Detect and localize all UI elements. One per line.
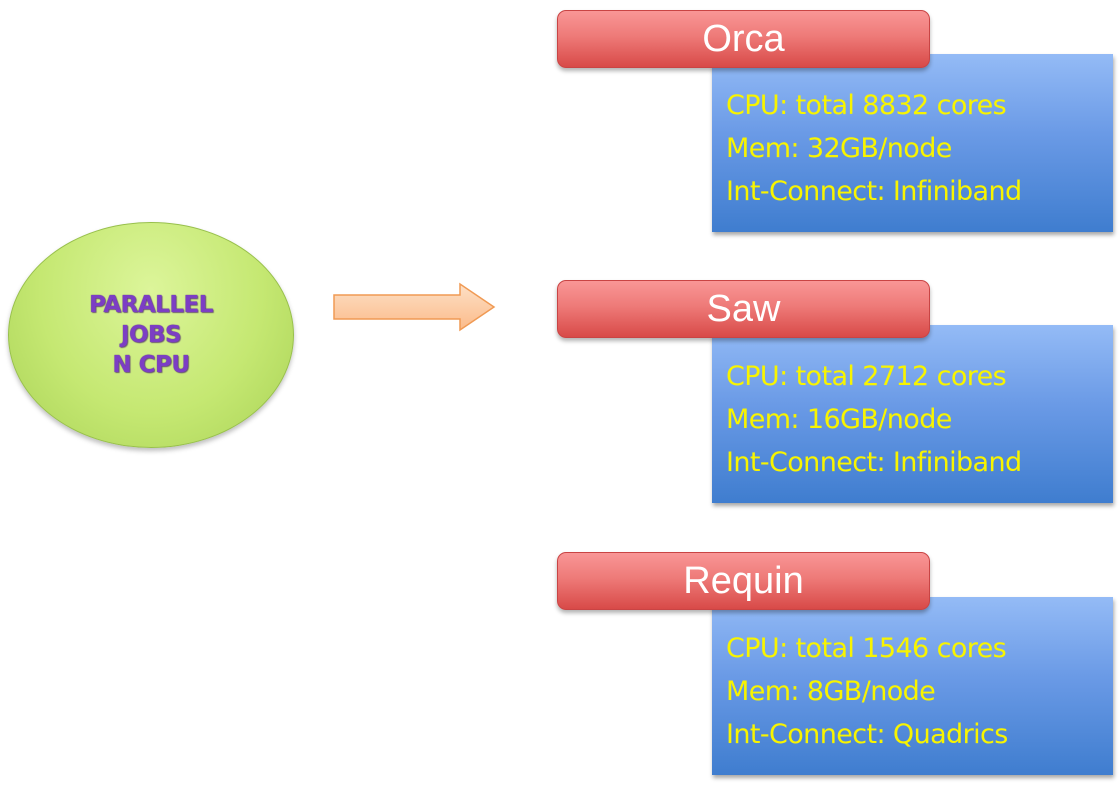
cluster-label-orca: Orca [557,10,930,68]
source-line-3: N CPU [112,352,190,378]
cluster-specs-requin: CPU: total 1546 cores Mem: 8GB/node Int-… [712,597,1113,775]
source-line-2: JOBS [120,322,182,348]
mem-spec: Mem: 32GB/node [726,133,952,164]
cluster-specs-saw: CPU: total 2712 cores Mem: 16GB/node Int… [712,325,1113,503]
mem-spec: Mem: 16GB/node [726,404,952,435]
right-arrow-icon [333,282,496,332]
cluster-label-saw: Saw [557,280,930,338]
cluster-specs-orca: CPU: total 8832 cores Mem: 32GB/node Int… [712,54,1113,232]
mem-spec: Mem: 8GB/node [726,676,936,707]
cpu-spec: CPU: total 8832 cores [726,90,1007,121]
interconnect-spec: Int-Connect: Infiniband [726,447,1022,478]
interconnect-spec: Int-Connect: Infiniband [726,176,1022,207]
cluster-label-requin: Requin [557,552,930,610]
interconnect-spec: Int-Connect: Quadrics [726,719,1008,750]
cpu-spec: CPU: total 2712 cores [726,361,1007,392]
cpu-spec: CPU: total 1546 cores [726,633,1007,664]
source-line-1: PARALLEL [89,292,213,318]
parallel-jobs-node: PARALLEL JOBS N CPU [8,222,294,448]
